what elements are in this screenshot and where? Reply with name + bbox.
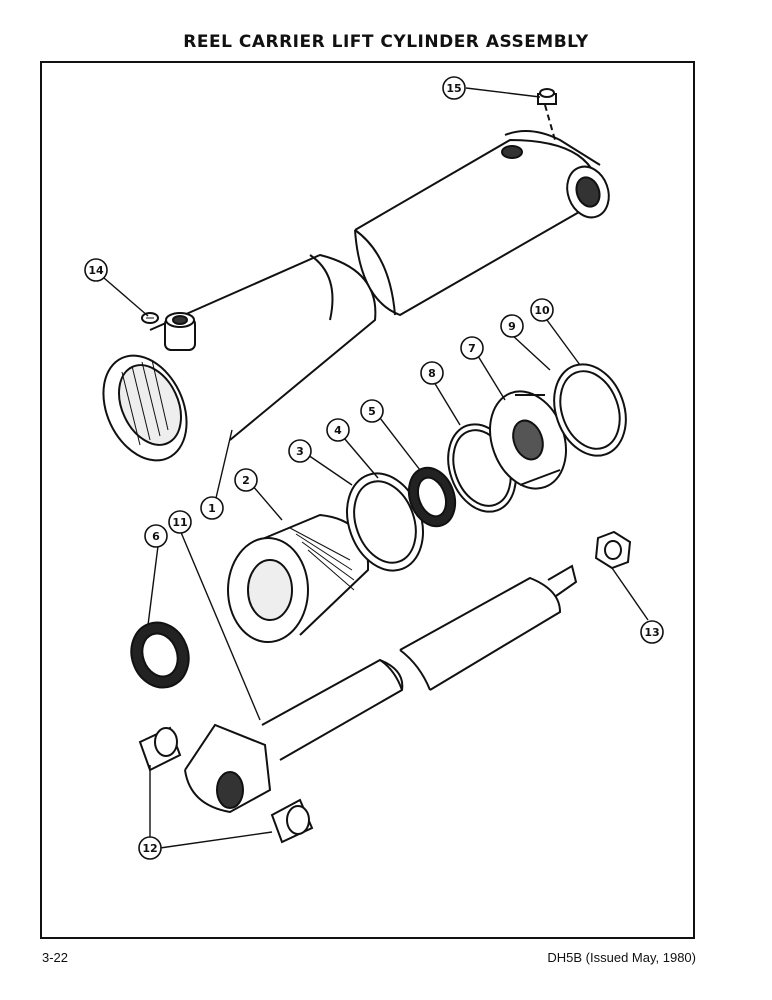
cylinder-barrel-front xyxy=(102,253,377,462)
wiper-seal xyxy=(407,466,457,528)
bushing-upper xyxy=(138,726,182,772)
grease-fitting xyxy=(537,88,557,105)
callout-1: 1 xyxy=(208,502,216,515)
callout-10: 10 xyxy=(534,304,550,317)
callout-14: 14 xyxy=(88,264,104,277)
callout-9: 9 xyxy=(508,320,516,333)
callout-6: 6 xyxy=(152,530,160,543)
callout-12: 12 xyxy=(142,842,157,855)
rod-seal xyxy=(130,621,190,689)
leader-lines xyxy=(103,87,649,849)
diagram-title: REEL CARRIER LIFT CYLINDER ASSEMBLY xyxy=(183,32,589,52)
cylinder-barrel-rear xyxy=(354,104,610,317)
document-id: DH5B (Issued May, 1980) xyxy=(547,950,696,965)
callout-3: 3 xyxy=(296,445,304,458)
gland xyxy=(227,513,370,643)
callout-15: 15 xyxy=(446,82,461,95)
piston-ring xyxy=(553,363,627,457)
piston-rod xyxy=(184,564,578,814)
piston xyxy=(489,390,567,490)
callout-11: 11 xyxy=(172,516,187,529)
callout-13: 13 xyxy=(644,626,659,639)
callout-2: 2 xyxy=(242,474,250,487)
hex-nut xyxy=(594,530,632,570)
diagram-frame xyxy=(40,61,695,939)
set-screw xyxy=(141,312,159,324)
page-number: 3-22 xyxy=(42,950,69,965)
callout-5: 5 xyxy=(368,405,376,418)
callout-4: 4 xyxy=(334,424,342,437)
callout-8: 8 xyxy=(428,367,436,380)
callout-7: 7 xyxy=(468,342,476,355)
bushing-lower xyxy=(270,798,314,844)
backup-ring xyxy=(346,472,424,572)
